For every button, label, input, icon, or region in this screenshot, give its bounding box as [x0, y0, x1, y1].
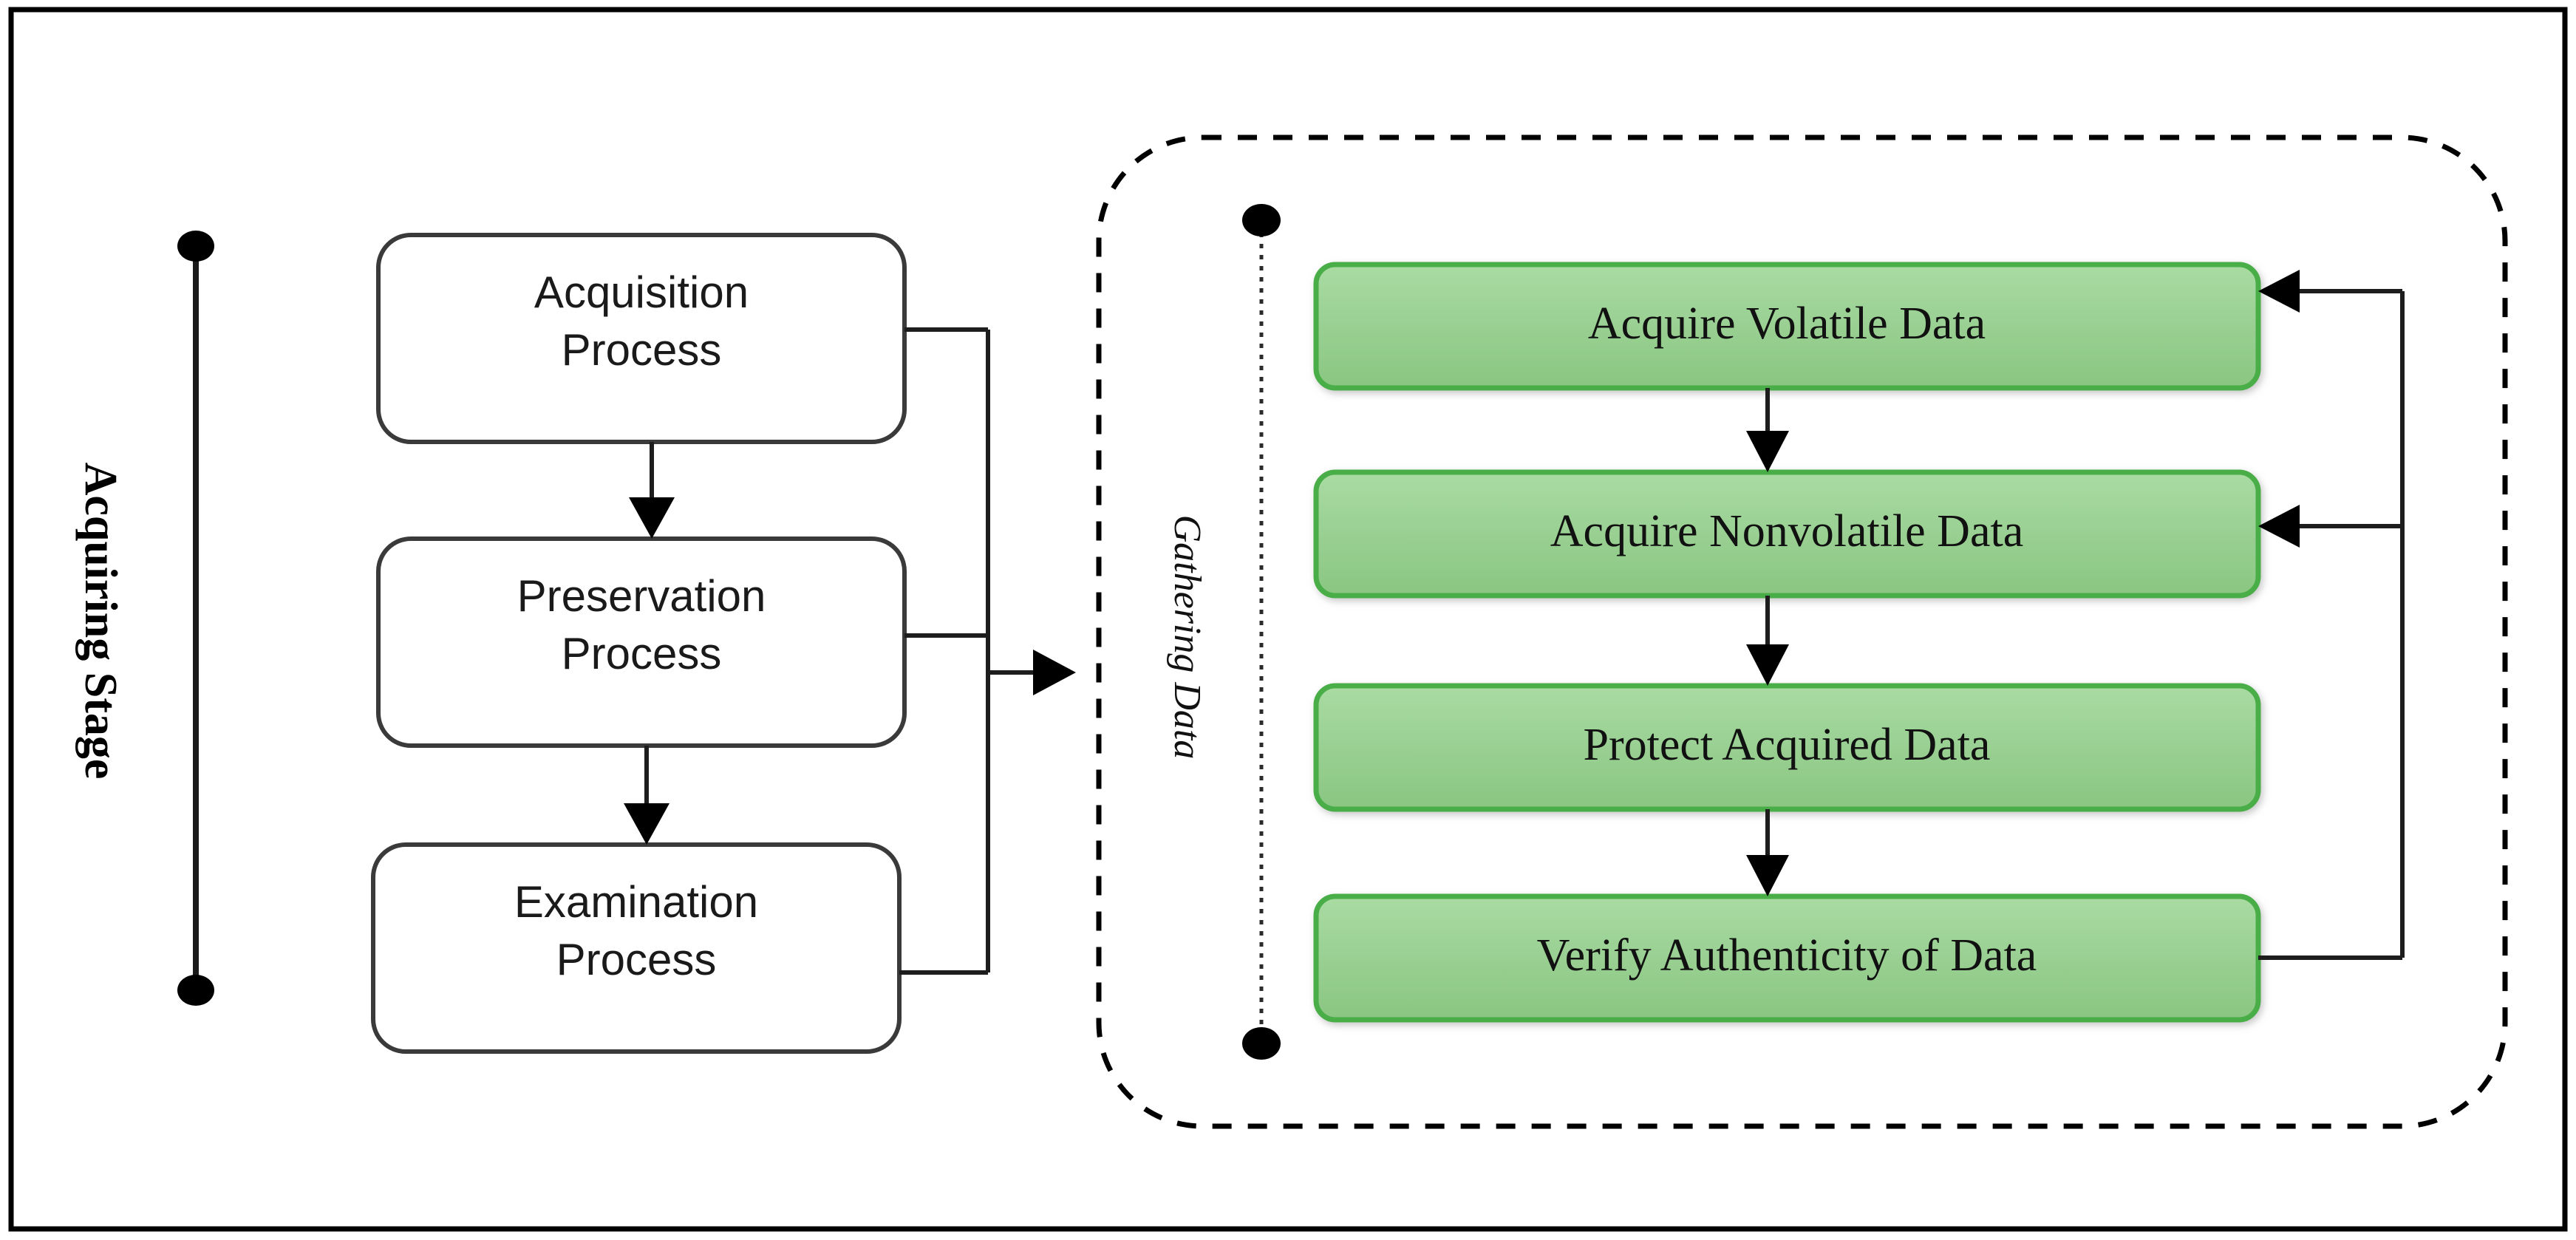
gather-flow-arrow-1	[1746, 388, 1789, 472]
gathering-data-spine	[1242, 204, 1281, 1060]
gather-box-acquire-nonvolatile[interactable]: Acquire Nonvolatile Data	[1313, 469, 2261, 599]
gather-box-acquire-nonvolatile-shape	[1313, 469, 2261, 599]
process-box-acquisition[interactable]: Acquisition Process	[376, 233, 907, 444]
gather-box-protect-acquired-shape	[1313, 683, 2261, 812]
stage-top-dot	[177, 231, 214, 262]
process-flow-arrow-acquisition-to-preservation	[629, 442, 675, 539]
process-box-examination[interactable]: Examination Process	[371, 842, 902, 1054]
gather-box-verify-authenticity-label: Verify Authenticity of Data	[1537, 930, 2037, 981]
process-box-examination-shape	[371, 842, 902, 1054]
gather-flow-arrow-2	[1746, 596, 1789, 686]
process-to-gathering-arrowhead	[1033, 650, 1076, 695]
process-box-examination-label-line2: Process	[556, 935, 717, 984]
process-box-acquisition-label-line2: Process	[562, 325, 722, 375]
process-box-acquisition-shape	[376, 233, 907, 444]
process-to-gathering-connector	[899, 327, 1076, 975]
process-box-preservation[interactable]: Preservation Process	[376, 536, 907, 748]
gather-box-acquire-volatile-shape	[1313, 262, 2261, 391]
gather-box-acquire-volatile-label: Acquire Volatile Data	[1588, 299, 1986, 349]
acquiring-stage-label: Acquiring Stage	[75, 463, 126, 780]
process-box-preservation-label-line2: Process	[562, 629, 722, 678]
gather-box-verify-authenticity[interactable]: Verify Authenticity of Data	[1313, 893, 2261, 1023]
process-box-acquisition-label-line1: Acquisition	[534, 268, 749, 317]
gather-flow-arrow-3	[1746, 809, 1789, 896]
gather-box-acquire-nonvolatile-label: Acquire Nonvolatile Data	[1550, 506, 2023, 556]
acquiring-stage-bracket	[177, 231, 214, 1006]
gathering-data-label: Gathering Data	[1166, 515, 1208, 760]
gather-box-acquire-volatile[interactable]: Acquire Volatile Data	[1313, 262, 2261, 391]
gather-feedback-loop	[2258, 270, 2405, 960]
process-box-preservation-label-line1: Preservation	[517, 571, 766, 621]
gather-box-protect-acquired[interactable]: Protect Acquired Data	[1313, 683, 2261, 812]
stage-bottom-dot	[177, 975, 214, 1006]
gather-box-protect-acquired-label: Protect Acquired Data	[1584, 720, 1991, 770]
gathering-top-dot	[1242, 204, 1281, 236]
process-flow-arrow-preservation-to-examination	[624, 746, 669, 845]
feedback-arrowhead-to-nonvolatile	[2258, 505, 2300, 548]
process-box-preservation-shape	[376, 536, 907, 748]
gathering-data-container	[1096, 134, 2508, 1129]
gathering-bottom-dot	[1242, 1027, 1281, 1060]
feedback-arrowhead-to-volatile	[2258, 270, 2300, 313]
process-box-examination-label-line1: Examination	[514, 877, 758, 927]
